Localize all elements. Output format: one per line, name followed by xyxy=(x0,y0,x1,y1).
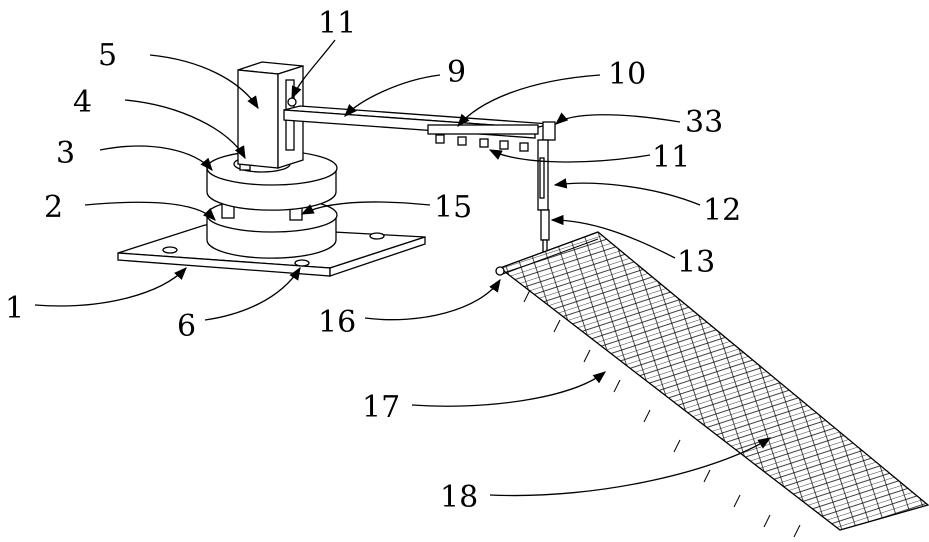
label-13: 13 xyxy=(677,245,715,280)
label-9: 9 xyxy=(447,55,466,90)
label-3: 3 xyxy=(56,136,75,171)
label-11-top: 11 xyxy=(318,6,356,41)
label-15: 15 xyxy=(434,190,472,225)
nozzles xyxy=(436,135,528,151)
label-6: 6 xyxy=(177,309,196,344)
label-16: 16 xyxy=(318,305,356,340)
horizontal-arm xyxy=(284,106,550,151)
leader-lines xyxy=(35,40,770,496)
label-12: 12 xyxy=(703,193,741,228)
label-4: 4 xyxy=(73,85,92,120)
label-10: 10 xyxy=(608,57,646,92)
label-2: 2 xyxy=(44,190,63,225)
label-17: 17 xyxy=(362,390,400,425)
vertical-rod xyxy=(538,122,555,254)
label-18: 18 xyxy=(440,480,478,515)
label-11-right: 11 xyxy=(652,140,690,175)
label-33: 33 xyxy=(685,105,723,140)
label-5: 5 xyxy=(98,38,117,73)
label-1: 1 xyxy=(5,291,24,326)
